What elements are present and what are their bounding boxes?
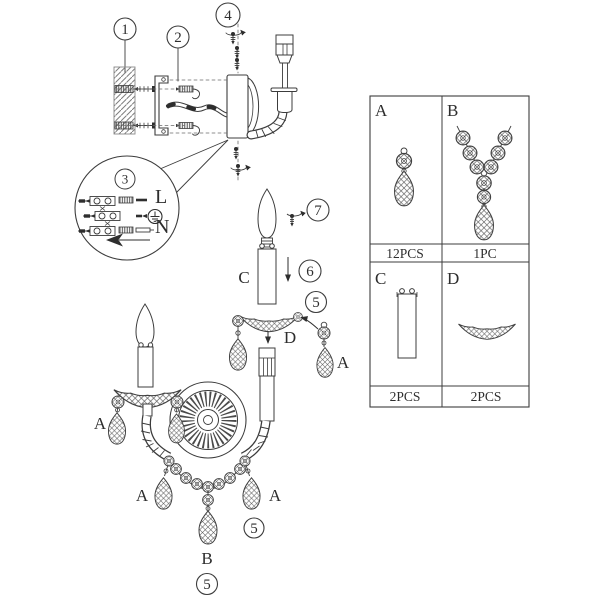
- crystal-drop: [228, 338, 248, 371]
- mounting-screws: [133, 86, 155, 129]
- right-arm: [240, 420, 271, 462]
- figure-bobeche-install: 5 D A: [228, 290, 350, 378]
- socket-terminal-box: [275, 34, 294, 56]
- screw-icon: [233, 146, 239, 160]
- parts-table-cell-a: A 12PCS: [375, 101, 424, 261]
- part-b-label: B: [201, 549, 212, 568]
- wiring-detail: 3 L N: [74, 139, 229, 261]
- wire-bundle: [166, 101, 229, 118]
- parts-table-cell-c: C 2PCS: [375, 269, 420, 404]
- parts-table-cell-b: B 1PC: [447, 101, 513, 261]
- step-2-callout: 2: [166, 25, 190, 82]
- step-4-callout: 4: [215, 2, 241, 28]
- terminal-wires-right: [118, 196, 154, 234]
- arm-twist-lines: [255, 117, 286, 138]
- wall-section: [113, 66, 136, 135]
- wall-plate: [169, 381, 247, 459]
- cell-b-label: B: [447, 101, 458, 120]
- terminal-block: [89, 196, 121, 236]
- candle-sleeve-c: [257, 243, 277, 305]
- lamp-socket-assembly: [246, 34, 298, 140]
- garland-center-drop-b: [198, 490, 218, 545]
- step-6-callout: 6: [298, 259, 322, 283]
- left-candle: [135, 303, 155, 388]
- crystal-bead: [232, 315, 244, 327]
- crystal-bead: [170, 395, 184, 409]
- ground-icon: [147, 208, 163, 225]
- figure-sleeve-install: C 6: [238, 243, 322, 305]
- garland-left-drop: [154, 464, 173, 510]
- garland-right-drop: [242, 464, 261, 510]
- parts-table: A 12PCS B 1PC C: [369, 95, 530, 408]
- neutral-wire-label: N: [155, 216, 169, 238]
- right-socket: [258, 347, 276, 422]
- crystal-pendant-a: [316, 321, 334, 378]
- canopy-screws-top: [225, 29, 246, 71]
- crystal-bead: [111, 395, 125, 409]
- parts-table-cell-d: D 2PCS: [447, 269, 516, 404]
- cell-a-qty: 12PCS: [386, 246, 424, 261]
- crystal-pendant-a-illustration: [394, 147, 414, 207]
- step-5-callout: 5: [304, 290, 328, 314]
- cell-d-label: D: [447, 269, 459, 288]
- step-7-callout: 7: [306, 198, 330, 222]
- terminal-wires-left: [78, 199, 95, 233]
- step-7-number: 7: [314, 203, 322, 219]
- step-5-callout: 5: [195, 572, 219, 596]
- hook-screw-icon: [176, 85, 200, 100]
- part-a-label: A: [136, 486, 149, 505]
- sunburst-pattern: [179, 391, 237, 449]
- step-4-number: 4: [224, 8, 232, 24]
- step-5-callout: 5: [243, 517, 265, 539]
- rotate-arrow-icon: [286, 210, 306, 217]
- figure-assembled-sconce: A: [94, 303, 282, 596]
- cell-c-qty: 2PCS: [390, 389, 421, 404]
- cell-a-label: A: [375, 101, 388, 120]
- crystal-bead: [293, 312, 303, 322]
- part-a-label: A: [94, 414, 107, 433]
- left-arm: [140, 415, 172, 462]
- mounting-bracket: [154, 75, 169, 136]
- left-bobeche-drops: [107, 406, 185, 445]
- screw-icon: [230, 31, 236, 45]
- candle-bulb: [257, 188, 277, 239]
- rotate-arrow-icon: [225, 29, 246, 36]
- part-d-label: D: [284, 328, 296, 347]
- step-1-number: 1: [121, 22, 129, 38]
- wire-direction-arrow: [106, 233, 150, 247]
- part-a-label: A: [269, 486, 282, 505]
- figure-exploded-mounting: 1 2 4: [113, 2, 298, 181]
- step-3-callout: 3: [114, 168, 136, 190]
- step-5-number: 5: [312, 295, 320, 311]
- part-c-label: C: [238, 268, 249, 287]
- crystal-garland: [163, 455, 251, 493]
- step-5-number: 5: [203, 577, 211, 593]
- rotate-arrow-icon: [230, 164, 251, 171]
- step-1-callout: 1: [113, 17, 137, 74]
- step-5-number: 5: [250, 521, 258, 537]
- candle-bulb: [135, 303, 155, 348]
- cell-b-qty: 1PC: [473, 246, 496, 261]
- cell-d-qty: 2PCS: [471, 389, 502, 404]
- part-a-label: A: [337, 353, 350, 372]
- step-3-number: 3: [122, 172, 129, 187]
- step-2-number: 2: [174, 30, 182, 46]
- step-6-number: 6: [306, 264, 314, 280]
- cell-c-label: C: [375, 269, 386, 288]
- figure-bulb-install: 7: [257, 188, 330, 248]
- candle-sleeve-c-illustration: [396, 288, 418, 359]
- attach-arrow: [300, 316, 319, 330]
- live-wire-label: L: [155, 186, 167, 208]
- screw-icon: [289, 213, 295, 227]
- canopy-screws-bottom: [230, 146, 251, 177]
- canopy-backplate: [226, 74, 260, 139]
- crystal-chain-b-illustration: [455, 125, 513, 241]
